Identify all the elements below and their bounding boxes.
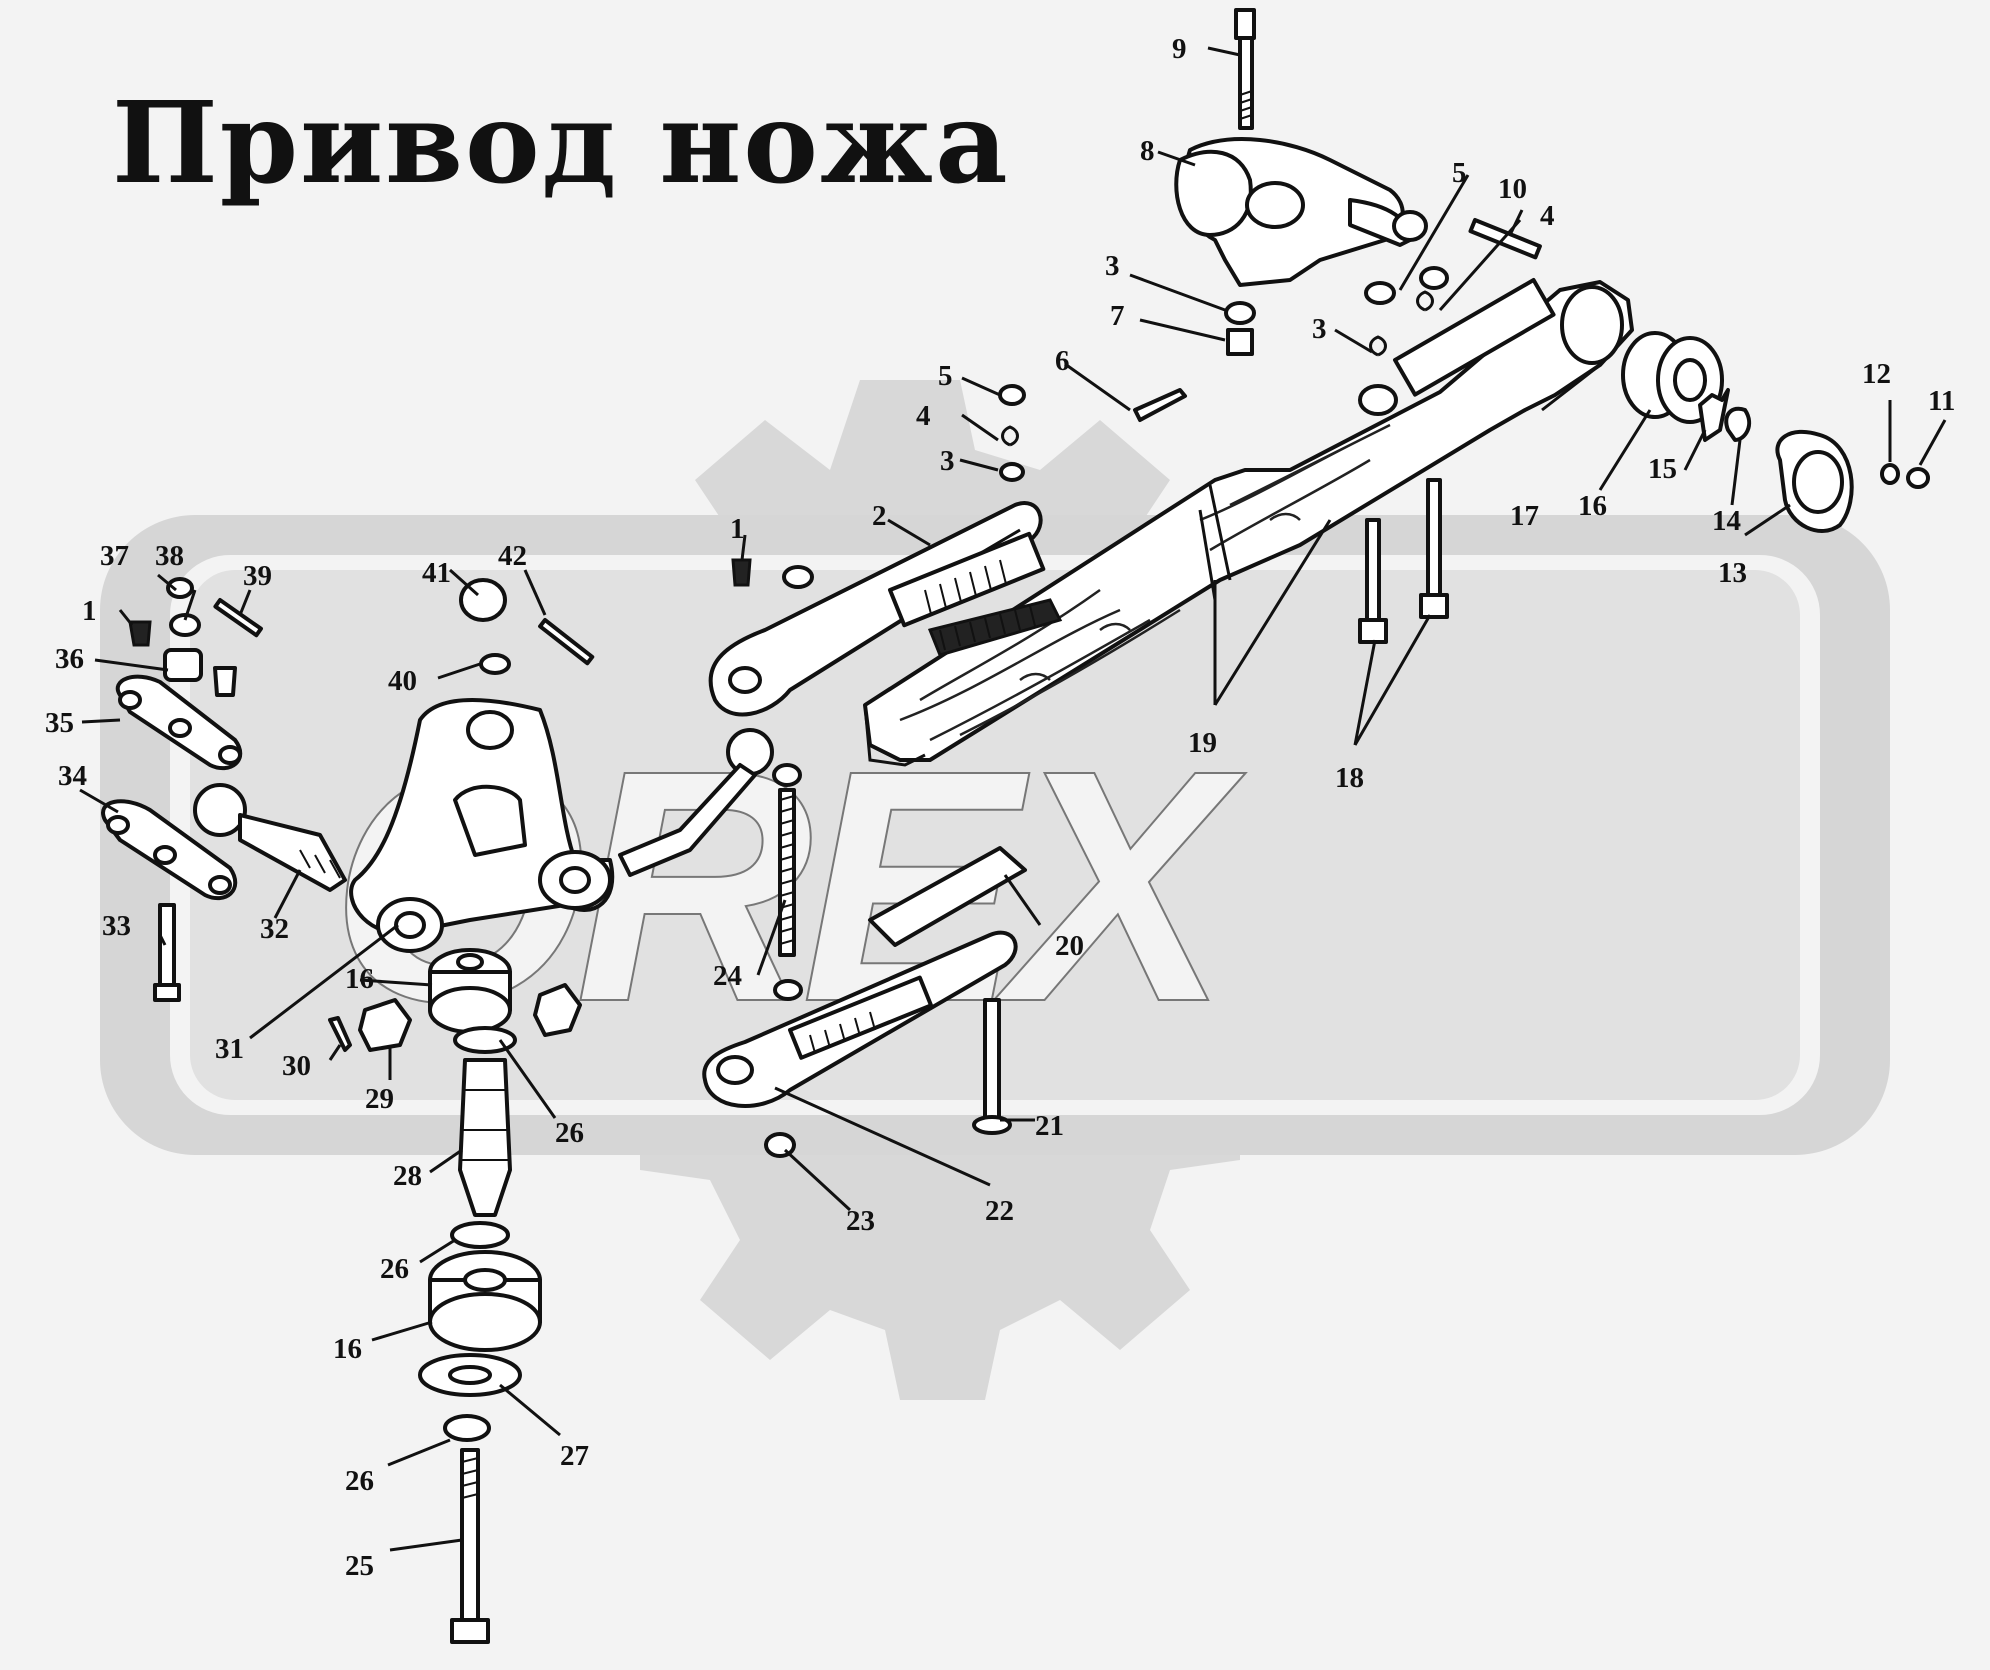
leader-lines	[79, 46, 1947, 1552]
label-26-upper: 26	[555, 1117, 584, 1149]
bolt-33	[153, 903, 181, 1002]
label-24: 24	[713, 960, 742, 992]
label-28: 28	[393, 1160, 422, 1192]
small-fasteners-left	[128, 558, 752, 697]
label-7: 7	[1110, 300, 1125, 332]
label-14: 14	[1712, 505, 1741, 537]
label-5-mid: 5	[938, 360, 953, 392]
part-number-labels: 9 8 5 10 4 3 7 3 6 5 4 3 1 2 17 16 15 14…	[45, 33, 1955, 1582]
label-6: 6	[1055, 345, 1070, 377]
label-25: 25	[345, 1550, 374, 1582]
upper-link-2	[708, 501, 1046, 717]
label-2: 2	[872, 500, 887, 532]
plate-20	[868, 846, 1027, 947]
label-38: 38	[155, 540, 184, 572]
label-21: 21	[1035, 1110, 1064, 1142]
label-26-mid: 26	[380, 1253, 409, 1285]
bolts-18	[1358, 478, 1449, 644]
label-36: 36	[55, 643, 84, 675]
label-15: 15	[1648, 453, 1677, 485]
pitman-arm-assembly	[863, 278, 1634, 767]
small-fasteners-top	[782, 218, 1542, 589]
label-40: 40	[388, 665, 417, 697]
label-12: 12	[1862, 358, 1891, 390]
label-13: 13	[1718, 557, 1747, 589]
bearing-and-nuts-center	[328, 948, 582, 1052]
label-16-lower: 16	[333, 1333, 362, 1365]
label-18: 18	[1335, 762, 1364, 794]
page-title: Привод ножа	[112, 78, 1010, 209]
label-41: 41	[422, 557, 451, 589]
label-16-right: 16	[1578, 490, 1607, 522]
label-29: 29	[365, 1083, 394, 1115]
lower-bearing-stack	[418, 1250, 542, 1644]
label-37: 37	[100, 540, 129, 572]
label-33: 33	[102, 910, 131, 942]
label-5-top: 5	[1452, 157, 1467, 189]
label-9: 9	[1172, 33, 1187, 65]
bolt-9	[1234, 8, 1256, 130]
label-16-center: 16	[345, 963, 374, 995]
ball-joint-32	[193, 728, 774, 892]
shaft-28	[450, 1026, 517, 1249]
label-20: 20	[1055, 930, 1084, 962]
drive-head-bracket	[1174, 137, 1428, 287]
knife-head-housing-31	[349, 698, 615, 953]
label-1-left: 1	[82, 595, 97, 627]
label-3-top: 3	[1105, 250, 1120, 282]
label-17: 17	[1510, 500, 1539, 532]
lower-link-22	[702, 930, 1018, 1108]
link-plates	[101, 674, 243, 901]
label-3-mid: 3	[940, 445, 955, 477]
label-4-mid: 4	[916, 400, 931, 432]
label-19: 19	[1188, 727, 1217, 759]
label-26-lower: 26	[345, 1465, 374, 1497]
right-end-parts	[1621, 331, 1930, 533]
label-23: 23	[846, 1205, 875, 1237]
label-32: 32	[260, 913, 289, 945]
label-27: 27	[560, 1440, 589, 1472]
label-1-center: 1	[730, 513, 745, 545]
label-4-top: 4	[1540, 200, 1555, 232]
label-3-right: 3	[1312, 313, 1327, 345]
label-10: 10	[1498, 173, 1527, 205]
label-35: 35	[45, 707, 74, 739]
label-42: 42	[498, 540, 527, 572]
label-31: 31	[215, 1033, 244, 1065]
label-11: 11	[1928, 385, 1955, 417]
label-39: 39	[243, 560, 272, 592]
label-22: 22	[985, 1195, 1014, 1227]
label-8: 8	[1140, 135, 1155, 167]
label-30: 30	[282, 1050, 311, 1082]
threaded-rod-24	[772, 763, 803, 1001]
label-34: 34	[58, 760, 87, 792]
